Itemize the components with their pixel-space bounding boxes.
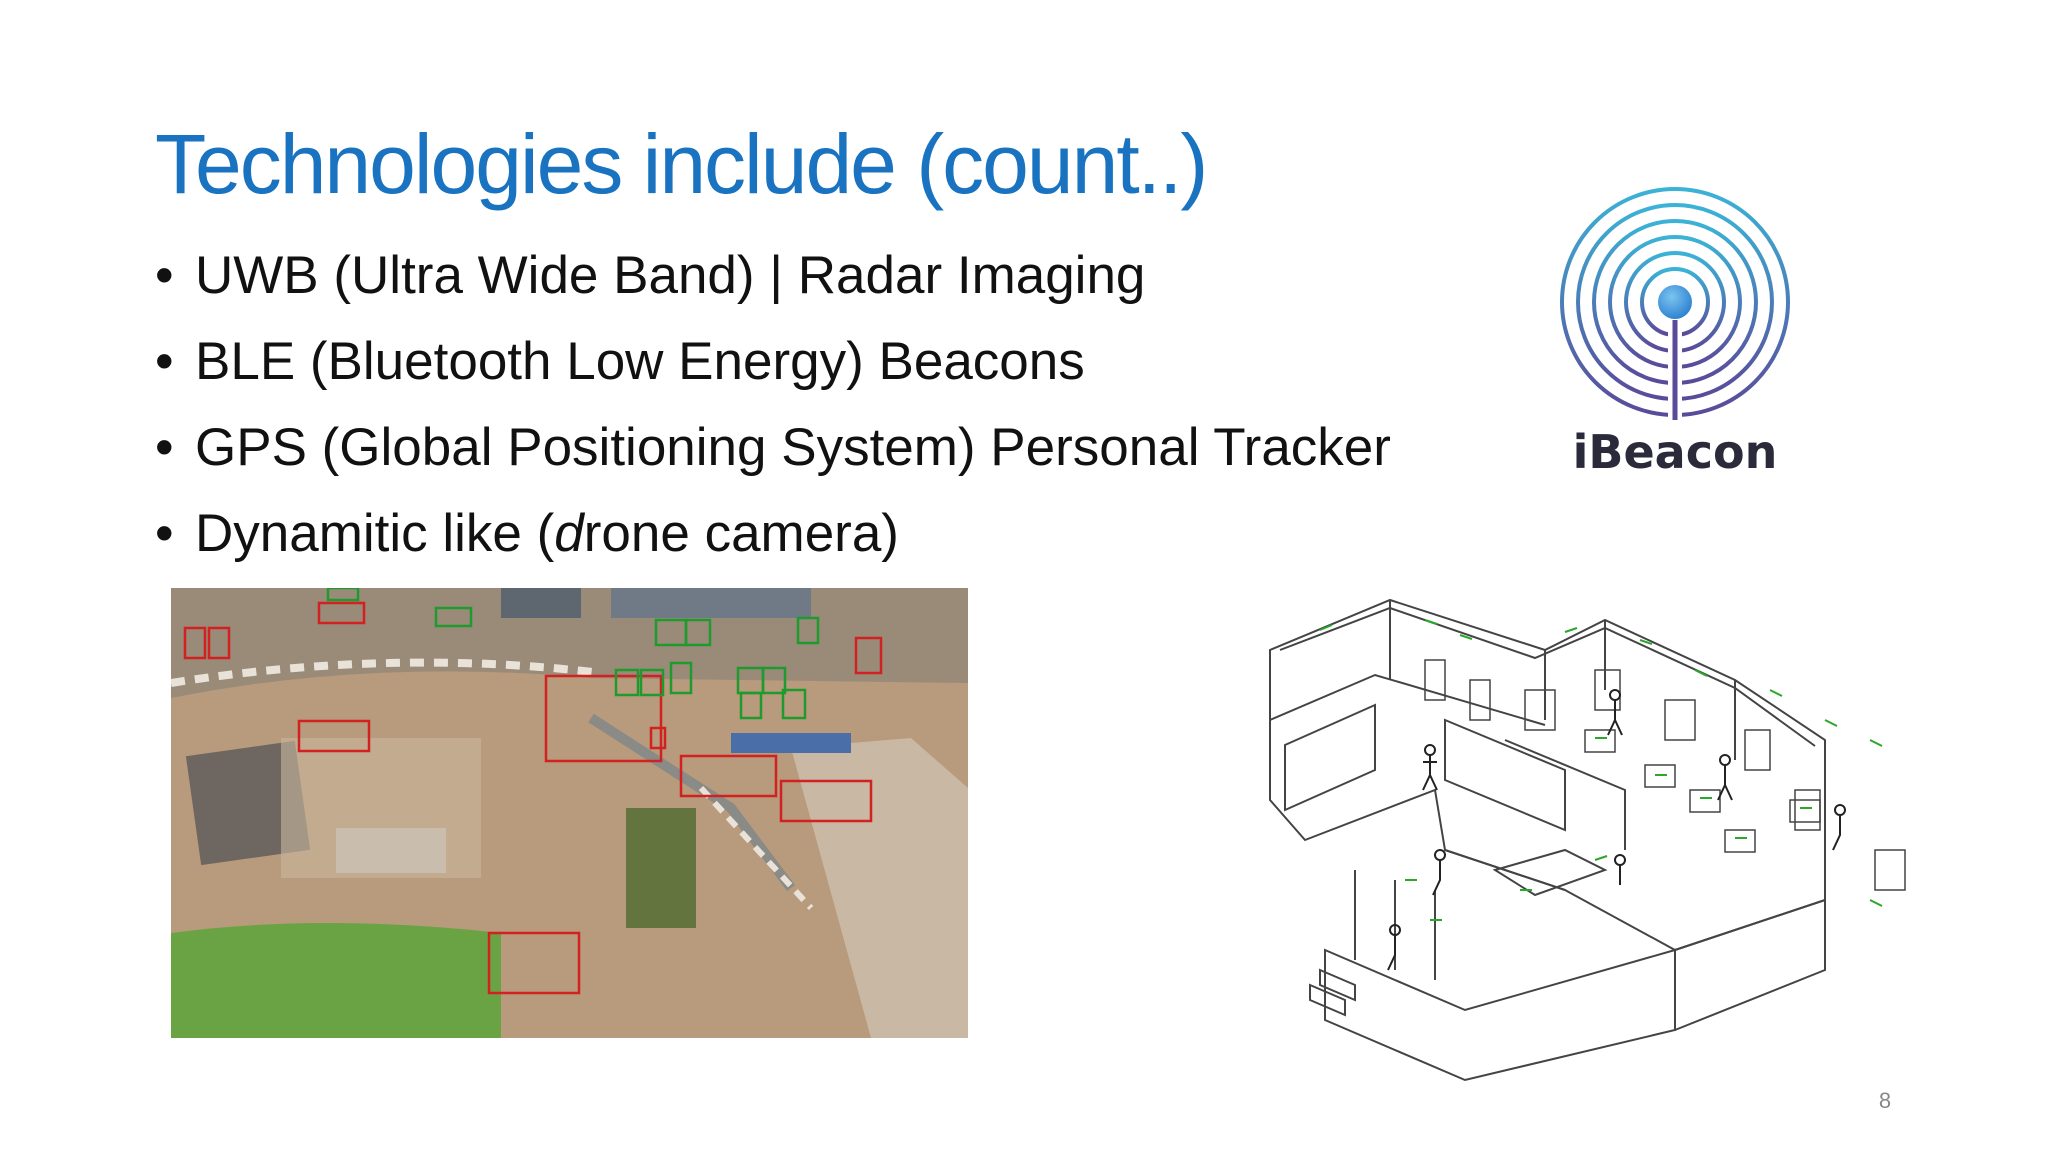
ibeacon-logo: iBeacon	[1540, 180, 1810, 490]
bullet-item: UWB (Ultra Wide Band) | Radar Imaging	[155, 245, 1391, 331]
bullet-text-before: Dynamitic like (	[195, 504, 555, 563]
floor-plan-illustration	[1269, 598, 1906, 1082]
drone-aerial-photo	[171, 588, 968, 1038]
bullet-item: Dynamitic like (drone camera)	[155, 503, 1391, 589]
page-number: 8	[1878, 1088, 1892, 1113]
bullet-text-after: rone camera)	[583, 504, 899, 563]
bullet-item: GPS (Global Positioning System) Personal…	[155, 417, 1391, 503]
slide-title: Technologies include (count..)	[155, 117, 1208, 211]
ibeacon-logo-icon	[1560, 187, 1790, 420]
ibeacon-logo-text: iBeacon	[1572, 425, 1778, 479]
bullet-text: GPS (Global Positioning System) Personal…	[195, 418, 1391, 477]
bullet-list: UWB (Ultra Wide Band) | Radar Imaging BL…	[155, 245, 1391, 589]
bullet-text-italic: d	[554, 504, 584, 563]
bullet-text: BLE (Bluetooth Low Energy) Beacons	[195, 332, 1085, 391]
bullet-item: BLE (Bluetooth Low Energy) Beacons	[155, 331, 1391, 417]
bullet-text: UWB (Ultra Wide Band) | Radar Imaging	[195, 246, 1146, 305]
